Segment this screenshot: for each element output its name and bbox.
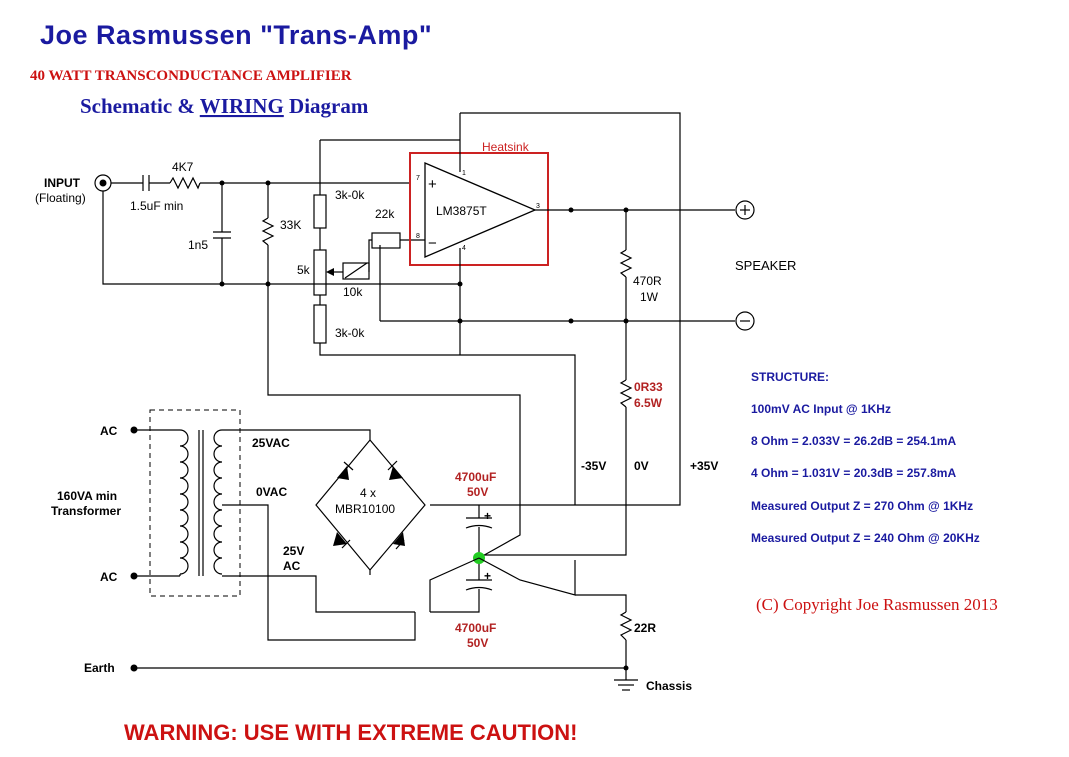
structure-line-5: Measured Output Z = 240 Ohm @ 20KHz — [751, 531, 980, 545]
pin-3: 3 — [536, 203, 540, 210]
transformer-label-2: Transformer — [51, 504, 121, 518]
bridge-label-2: MBR10100 — [335, 502, 395, 516]
pot-5k — [313, 249, 327, 296]
transformer-box — [149, 409, 241, 597]
resistor-22k-label: 22k — [375, 207, 395, 221]
resistor-22r — [619, 611, 633, 641]
speaker-label: SPEAKER — [735, 258, 796, 273]
ac-bottom-label: AC — [100, 570, 118, 584]
vac0-label: 0VAC — [256, 485, 287, 499]
structure-line-4: Measured Output Z = 270 Ohm @ 1KHz — [751, 499, 973, 513]
page-title: Joe Rasmussen "Trans-Amp" — [40, 20, 432, 50]
structure-heading: STRUCTURE: — [751, 370, 829, 384]
pin-7: 7 — [416, 175, 420, 182]
filter-capacitor-bottom — [465, 579, 493, 591]
input-resistor-label: 4K7 — [172, 160, 194, 174]
cap-top-plus: + — [484, 509, 491, 523]
opamp-lm3875t — [424, 162, 537, 258]
shunt-capacitor-label: 1n5 — [188, 238, 208, 252]
subtitle: 40 WATT TRANSCONDUCTANCE AMPLIFIER — [30, 68, 352, 84]
input-note: (Floating) — [35, 191, 86, 205]
heatsink-box — [409, 152, 549, 266]
pin-1: 1 — [462, 170, 466, 177]
input-capacitor-label: 1.5uF min — [130, 199, 183, 213]
chassis-label: Chassis — [646, 679, 692, 693]
v25ac-label-1: 25V — [283, 544, 304, 558]
shunt-capacitor — [213, 231, 231, 239]
resistor-33k — [261, 217, 275, 246]
input-resistor — [169, 176, 201, 190]
vac25-label: 25VAC — [252, 436, 290, 450]
cap-bottom-label-1: 4700uF — [455, 621, 496, 635]
heatsink-label: Heatsink — [482, 140, 530, 154]
pot-5k-label: 5k — [297, 263, 311, 277]
transformer-secondary — [213, 429, 223, 575]
resistor-10k-label: 10k — [343, 285, 363, 299]
structure-line-3: 4 Ohm = 1.031V = 20.3dB = 257.8mA — [751, 466, 956, 480]
chassis-ground-icon — [614, 679, 638, 691]
resistor-3k-bottom-label: 3k-0k — [335, 326, 365, 340]
input-jack — [94, 174, 112, 192]
cap-top-label-1: 4700uF — [455, 470, 496, 484]
opamp-minus-sign: − — [428, 235, 437, 252]
v25ac-label-2: AC — [283, 559, 301, 573]
pin-8: 8 — [416, 233, 420, 240]
speaker-minus-terminal — [735, 311, 755, 331]
resistor-0r33-watt: 6.5W — [634, 396, 663, 410]
speaker-plus-terminal — [735, 200, 755, 220]
transformer-primary — [179, 429, 189, 576]
resistor-3k-bottom — [313, 304, 327, 344]
rail-negative-label: -35V — [581, 459, 606, 473]
warning: WARNING: USE WITH EXTREME CAUTION! — [124, 720, 577, 745]
pin-4: 4 — [462, 245, 466, 252]
resistor-470r-watt: 1W — [640, 290, 659, 304]
rail-positive-label: +35V — [690, 459, 718, 473]
ac-top-label: AC — [100, 424, 118, 438]
bridge-label-1: 4 x — [360, 486, 376, 500]
opamp-plus-sign: + — [428, 176, 437, 193]
resistor-3k-top — [313, 194, 327, 229]
input-label: INPUT — [44, 176, 81, 190]
transformer-label-1: 160VA min — [57, 489, 117, 503]
rail-zero-label: 0V — [634, 459, 649, 473]
resistor-470r — [619, 249, 633, 278]
earth-label: Earth — [84, 661, 115, 675]
resistor-22r-label: 22R — [634, 621, 656, 635]
copyright: (C) Copyright Joe Rasmussen 2013 — [756, 595, 998, 614]
resistor-22k — [371, 232, 401, 249]
filter-capacitor-top — [465, 517, 493, 529]
cap-top-label-2: 50V — [467, 485, 488, 499]
cap-bottom-plus: + — [484, 569, 491, 583]
resistor-3k-top-label: 3k-0k — [335, 188, 365, 202]
resistor-0r33-label: 0R33 — [634, 380, 663, 394]
structure-line-1: 100mV AC Input @ 1KHz — [751, 402, 891, 416]
resistor-33k-label: 33K — [280, 218, 301, 232]
cap-bottom-label-2: 50V — [467, 636, 488, 650]
resistor-470r-label: 470R — [633, 274, 662, 288]
resistor-0r33 — [619, 379, 633, 408]
diagram-title: Schematic & WIRING Diagram — [80, 94, 369, 118]
structure-line-2: 8 Ohm = 2.033V = 26.2dB = 254.1mA — [751, 434, 956, 448]
input-capacitor — [142, 175, 150, 191]
opamp-label: LM3875T — [436, 204, 487, 218]
